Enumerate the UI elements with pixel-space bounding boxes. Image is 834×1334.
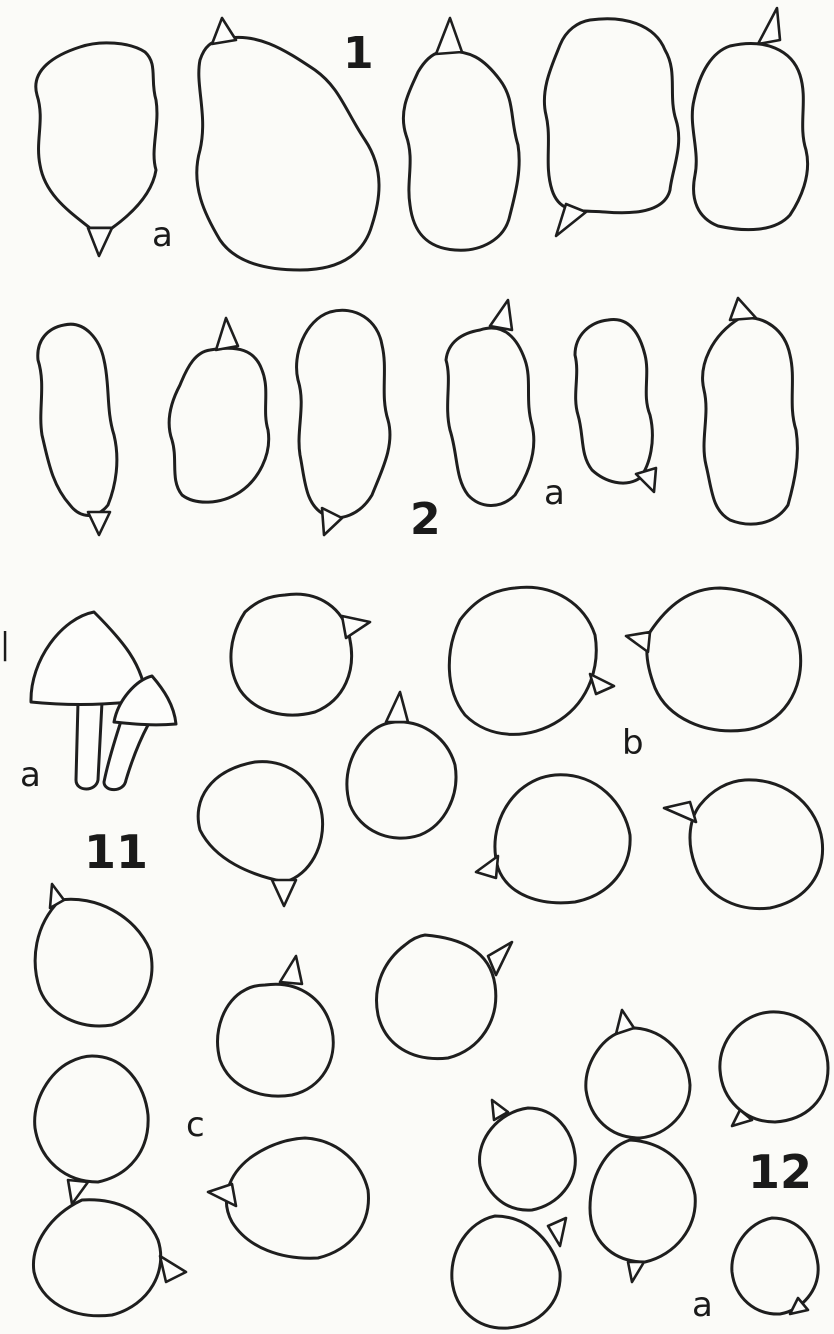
- figure-11-number: 11: [84, 825, 148, 879]
- spore: [452, 1216, 566, 1328]
- figure-1-group: 1 a: [36, 8, 808, 270]
- spore: [476, 775, 630, 903]
- spore: [732, 1218, 818, 1314]
- spore: [544, 19, 678, 236]
- spore: [480, 1100, 576, 1210]
- spore: [449, 587, 614, 734]
- figure-2-label-a: a: [544, 473, 565, 513]
- spore: [169, 318, 269, 502]
- figure-12-group: 12 a: [452, 1010, 828, 1328]
- spore: [35, 1056, 148, 1204]
- spore: [586, 1010, 690, 1138]
- figure-1-label-a: a: [152, 215, 173, 255]
- spore: [403, 18, 519, 250]
- figure-2-number: 2: [410, 494, 441, 545]
- spore: [231, 594, 370, 715]
- figure-11-group: 11 a b c |: [0, 587, 823, 1145]
- spore: [377, 935, 512, 1059]
- spore: [347, 692, 456, 838]
- spore: [720, 1012, 828, 1126]
- spore: [33, 1200, 186, 1316]
- spore: [446, 300, 534, 506]
- margin-mark: |: [0, 627, 10, 662]
- spore: [35, 884, 152, 1026]
- figure-11-label-a: a: [20, 755, 41, 795]
- spore: [692, 8, 807, 230]
- spore: [198, 762, 322, 906]
- spore: [575, 319, 656, 492]
- mushroom-habit-sketch: [31, 612, 176, 790]
- figure-11-label-c: c: [186, 1105, 205, 1145]
- spore: [297, 310, 390, 535]
- figure-12-number: 12: [748, 1145, 812, 1199]
- spore: [703, 298, 798, 524]
- spore: [218, 956, 334, 1096]
- spore: [664, 780, 823, 909]
- figure-11c-spores: [33, 884, 512, 1316]
- figure-12-label-a: a: [692, 1285, 713, 1325]
- spore: [36, 43, 157, 256]
- figure-1-number: 1: [343, 28, 374, 79]
- figure-11-label-b: b: [622, 723, 644, 763]
- spore: [38, 324, 117, 535]
- spore: [590, 1140, 695, 1282]
- spore: [208, 1138, 368, 1258]
- figure-2-group: 2 a: [38, 298, 798, 545]
- spore: [626, 588, 801, 731]
